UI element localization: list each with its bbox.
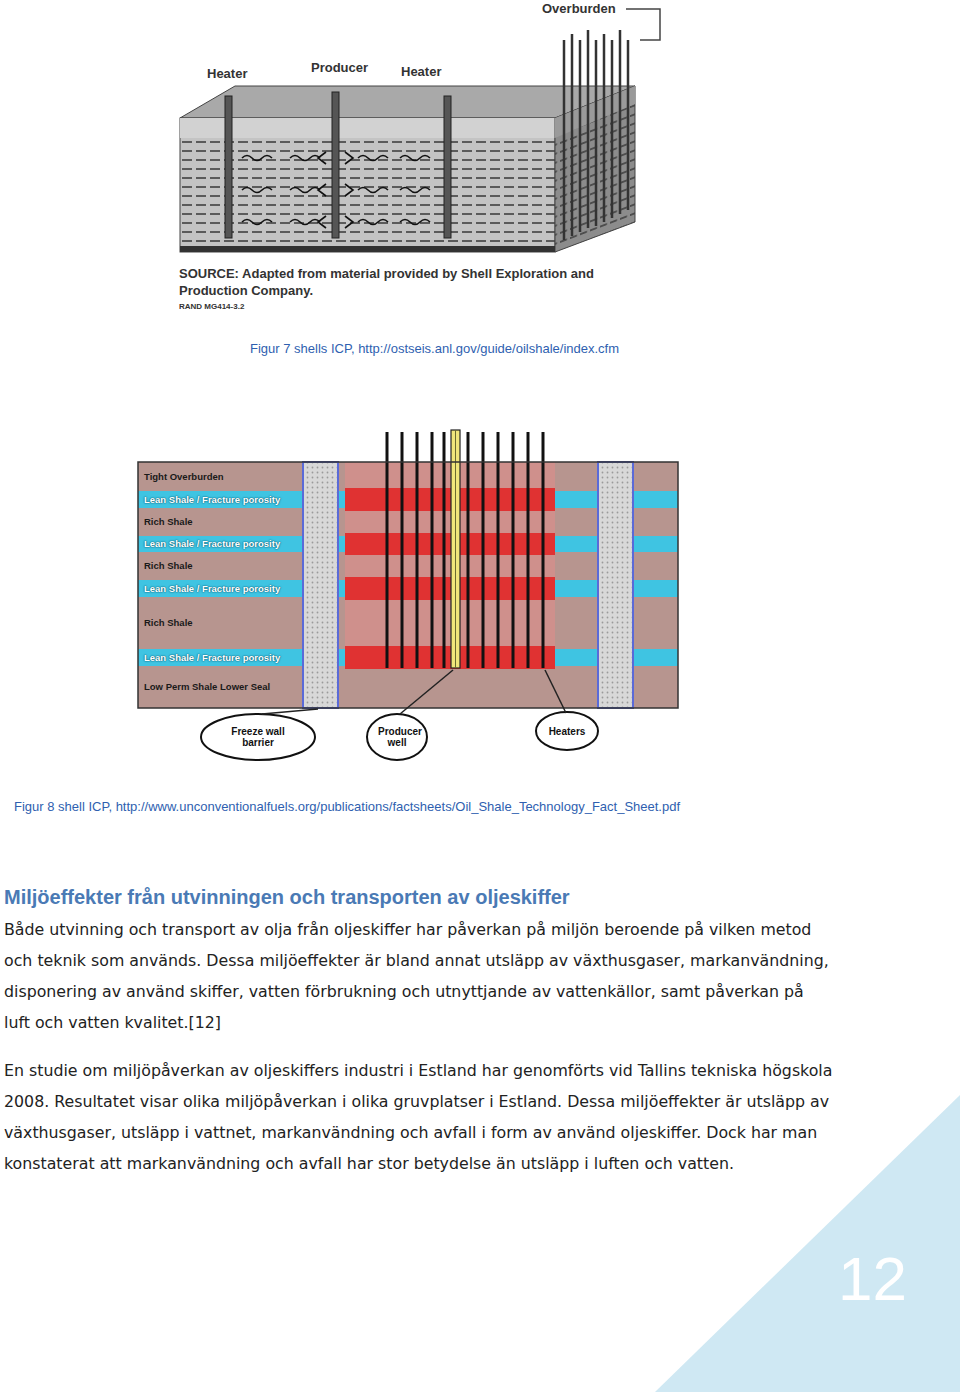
body-paragraph: Både utvinning och transport av olja frå… [4, 914, 834, 1038]
layer-label: Rich Shale [144, 617, 193, 629]
body-paragraph: En studie om miljöpåverkan av oljeskiffe… [4, 1055, 834, 1179]
figure-label: Heater [207, 66, 267, 82]
layer-label: Lean Shale / Fracture porosity [144, 652, 280, 664]
layer-label: Lean Shale / Fracture porosity [144, 583, 280, 595]
figure-label: SOURCE: Adapted from material provided b… [179, 265, 639, 299]
callout-label: Freeze wall barrier [220, 726, 296, 748]
callout-ellipse: Freeze wall barrier [200, 713, 316, 761]
layer-label: Rich Shale [144, 516, 193, 528]
layer-label: Rich Shale [144, 560, 193, 572]
figure-label: Heater [401, 64, 461, 80]
figure-label: Overburden [542, 1, 632, 17]
callout-ellipse: Heaters [535, 711, 599, 751]
callout-label: Heaters [549, 726, 586, 737]
section-heading: Miljöeffekter från utvinningen och trans… [4, 884, 904, 910]
callout-label: Producer well [378, 726, 416, 748]
layer-label: Tight Overburden [144, 471, 224, 483]
callout-ellipse: Producer well [366, 713, 428, 761]
figure-label: RAND MG414-3.2 [179, 302, 299, 312]
layer-label: Lean Shale / Fracture porosity [144, 494, 280, 506]
layer-label: Lean Shale / Fracture porosity [144, 538, 280, 550]
figure-caption: Figur 8 shell ICP, http://www.unconventi… [14, 799, 954, 815]
figure-caption: Figur 7 shells ICP, http://ostseis.anl.g… [250, 341, 950, 357]
page-number: 12 [838, 1240, 948, 1318]
shell-icp-cross-section [0, 0, 960, 780]
layer-label: Low Perm Shale Lower Seal [144, 681, 270, 693]
figure-label: Producer [311, 60, 391, 76]
